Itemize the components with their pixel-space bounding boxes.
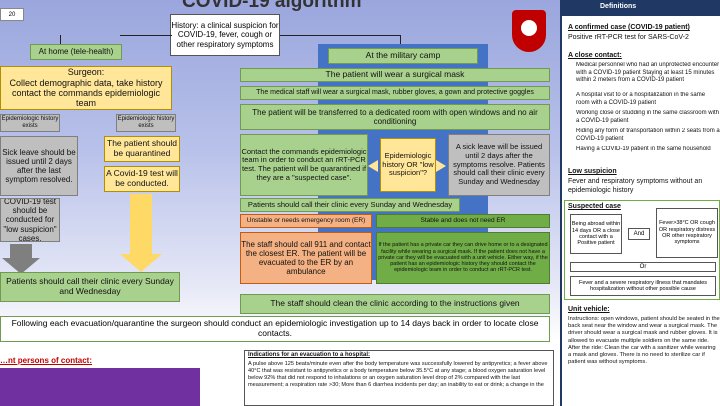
clean-clinic-box: The staff should clean the clinic accord… [240, 294, 550, 314]
definitions-panel [560, 0, 720, 406]
mask-box: The patient will wear a surgical mask [240, 68, 550, 82]
close-title: A close contact: [568, 52, 622, 59]
connector-line [120, 35, 172, 36]
stable-box: Stable and does not need ER [376, 214, 550, 228]
close-item: Working close or studding in the same cl… [576, 110, 719, 124]
contact-team-box: Contact the commands epidemiologic team … [240, 134, 368, 196]
quarantine-box: The patient should be quarantined [104, 136, 180, 162]
transfer-box: The patient will be transferred to a ded… [240, 104, 550, 130]
following-box: Following each evacuation/quarantine the… [0, 316, 550, 342]
contact-label: …nt persons of contact: [0, 356, 93, 365]
indications-text: A pulse above 125 beats/minute even afte… [248, 361, 548, 388]
arrow-down-icon [10, 244, 32, 258]
private-car-box: If the patient has a private car they ca… [376, 232, 550, 284]
definitions-header-bar [562, 0, 720, 16]
sick-leave-right: A sick leave will be issued until 2 days… [448, 134, 550, 196]
close-item: Riding any form of transportation within… [576, 128, 720, 142]
arrow-right-icon [436, 160, 446, 172]
history-box: History: a clinical suspicion for COVID-… [170, 14, 280, 56]
severe-box: Fever and a severe respiratory illness t… [570, 276, 716, 296]
suspected-a: Being abroad within 14 days OR a close c… [570, 214, 622, 254]
arrow-left-icon [368, 160, 378, 172]
contact-box [0, 368, 200, 406]
staff-ppe-box: The medical staff will wear a surgical m… [240, 86, 550, 100]
call-clinic-box: Patients should call their clinic every … [240, 198, 460, 212]
covid-test-mid: A Covid-19 test will be conducted. [104, 166, 180, 192]
connector-line [280, 35, 400, 36]
indications-title: Indications for an evacuation to a hospi… [248, 352, 371, 358]
confirmed-title: A confirmed case (COVID-19 patient) [568, 24, 690, 31]
call-911-box: The staff should call 911 and contact th… [240, 232, 372, 284]
low-title: Low suspicion [568, 168, 617, 175]
or-label: Or [570, 262, 716, 272]
low-text: Fever and respiratory symptoms without a… [568, 178, 703, 194]
page-number: 20 [0, 8, 24, 21]
close-item: Having a COVID-19 patient in the same ho… [576, 146, 711, 152]
close-item: Medical personnel who had an unprotected… [576, 62, 720, 83]
arrow-down-icon [2, 258, 40, 274]
unit-text: Instructions: open windows, patient shou… [568, 316, 720, 366]
unstable-box: Unstable or needs emergency room (ER) [240, 214, 372, 228]
suspected-title: Suspected case [568, 203, 621, 210]
connector-line [60, 35, 61, 45]
close-item: A hospital visit to or a hospitalization… [576, 92, 706, 106]
epi-mid-box: Epidemiologic history exists [116, 114, 176, 132]
home-label: At home (tele-health) [30, 44, 122, 60]
arrow-down-icon [130, 194, 152, 254]
confirmed-text: Positive rRT-PCR test for SARS-CoV-2 [568, 34, 689, 41]
arrow-down-icon [120, 254, 162, 272]
definitions-header: Definitions [600, 3, 637, 10]
and-label: And [628, 228, 650, 240]
covid-test-left: COVID-19 test should be conducted for "l… [0, 198, 60, 242]
epi-history-box: Epidemiologic history OR "low suspicion"… [380, 138, 436, 192]
connector-line [400, 35, 401, 47]
sick-leave-box: Sick leave should be issued until 2 days… [0, 136, 78, 196]
unit-title: Unit vehicle: [568, 306, 610, 313]
epi-left-box: Epidemiologic history exists [0, 114, 60, 132]
clinic-sunday-left: Patients should call their clinic every … [0, 272, 180, 302]
logo-emblem-icon [521, 20, 537, 36]
page-title: COVID-19 algorithm [182, 0, 362, 11]
camp-label: At the military camp [328, 48, 478, 64]
surgeon-box: Surgeon: Collect demographic data, take … [0, 66, 172, 110]
suspected-b: Fever>38°C OR cough OR respiratory distr… [656, 208, 718, 258]
